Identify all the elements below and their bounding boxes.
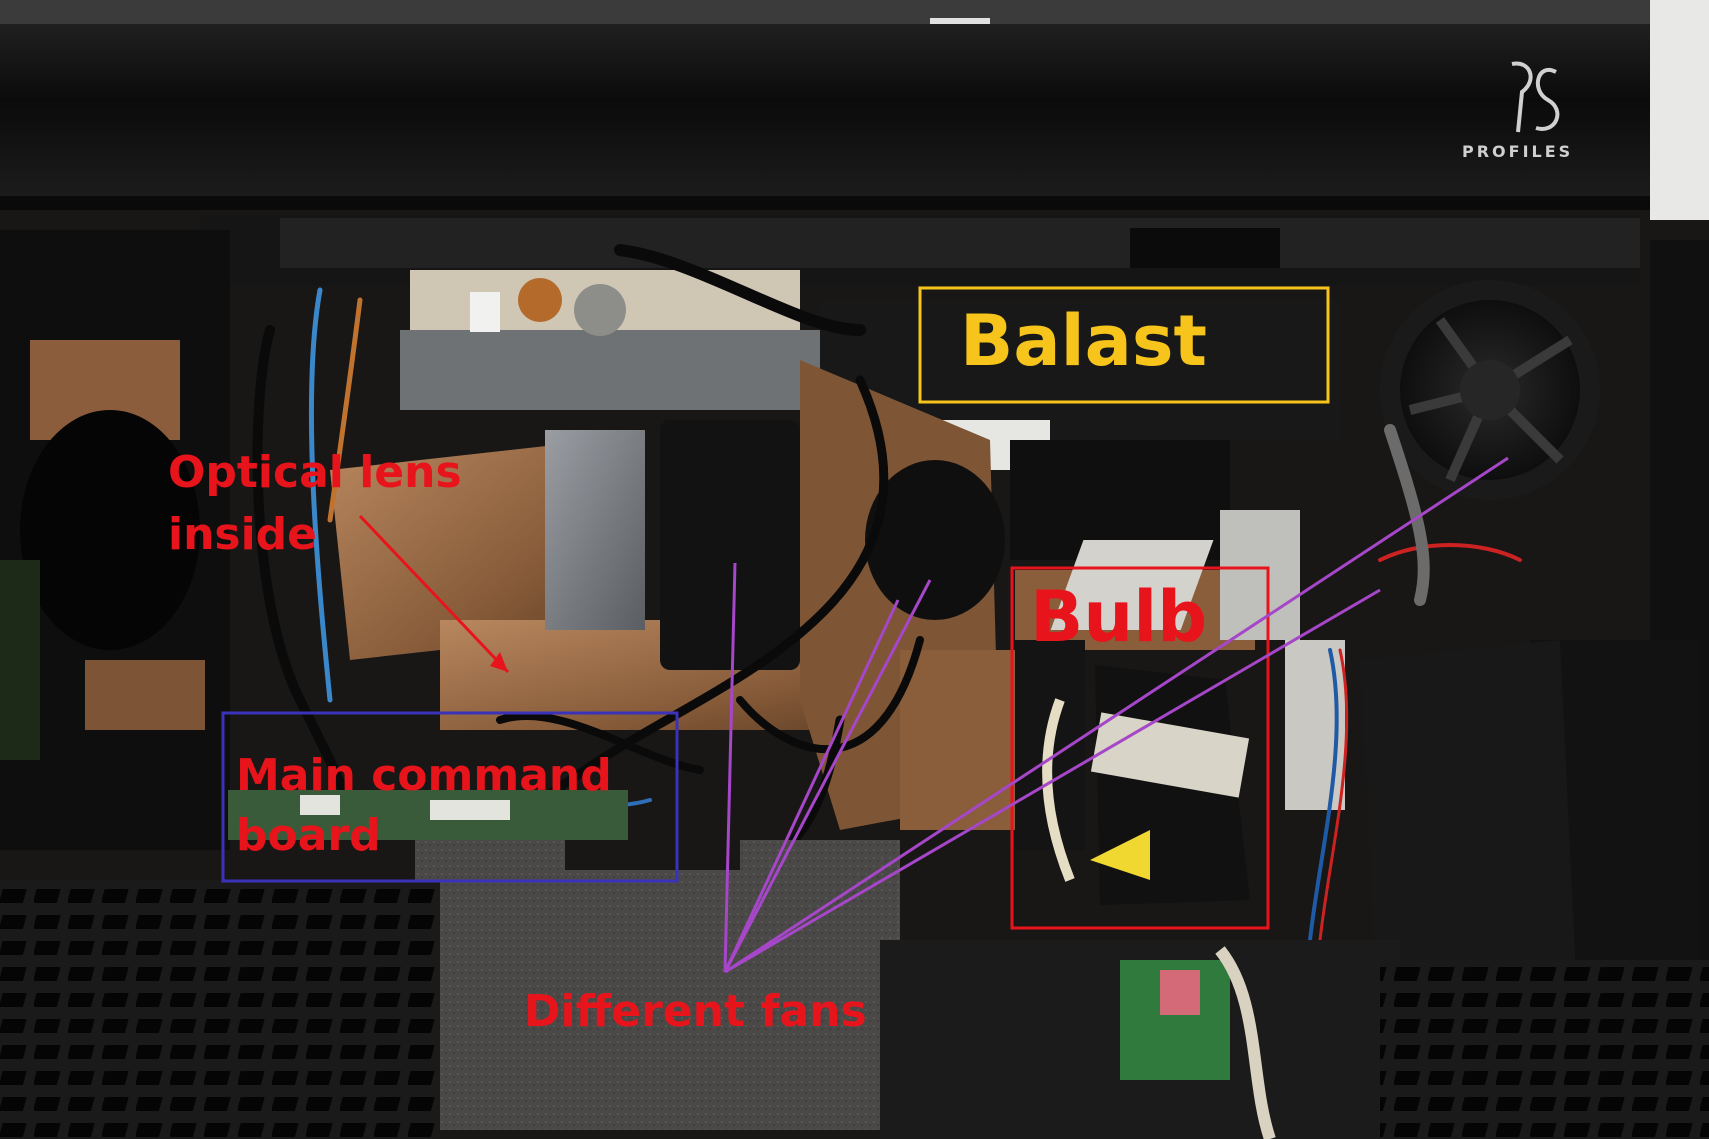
fan-pointer-lines bbox=[723, 456, 1509, 974]
balast-highlight-box bbox=[918, 286, 1330, 404]
optical-lens-arrowhead bbox=[490, 652, 508, 672]
balast-label: Balast bbox=[960, 300, 1207, 382]
optical-lens-arrow bbox=[358, 514, 510, 674]
brand-name: PROFILES bbox=[1462, 142, 1574, 161]
optical-lens-label: Optical lens inside bbox=[168, 447, 462, 560]
main-board-highlight-box bbox=[221, 711, 679, 883]
annotation-overlays bbox=[221, 286, 1509, 974]
ps-logo-icon bbox=[1511, 61, 1560, 133]
bulb-label: Bulb bbox=[1030, 576, 1208, 658]
main-command-board-label: Main command board bbox=[236, 750, 612, 861]
different-fans-label: Different fans bbox=[524, 986, 867, 1037]
bulb-highlight-box bbox=[1010, 566, 1270, 930]
